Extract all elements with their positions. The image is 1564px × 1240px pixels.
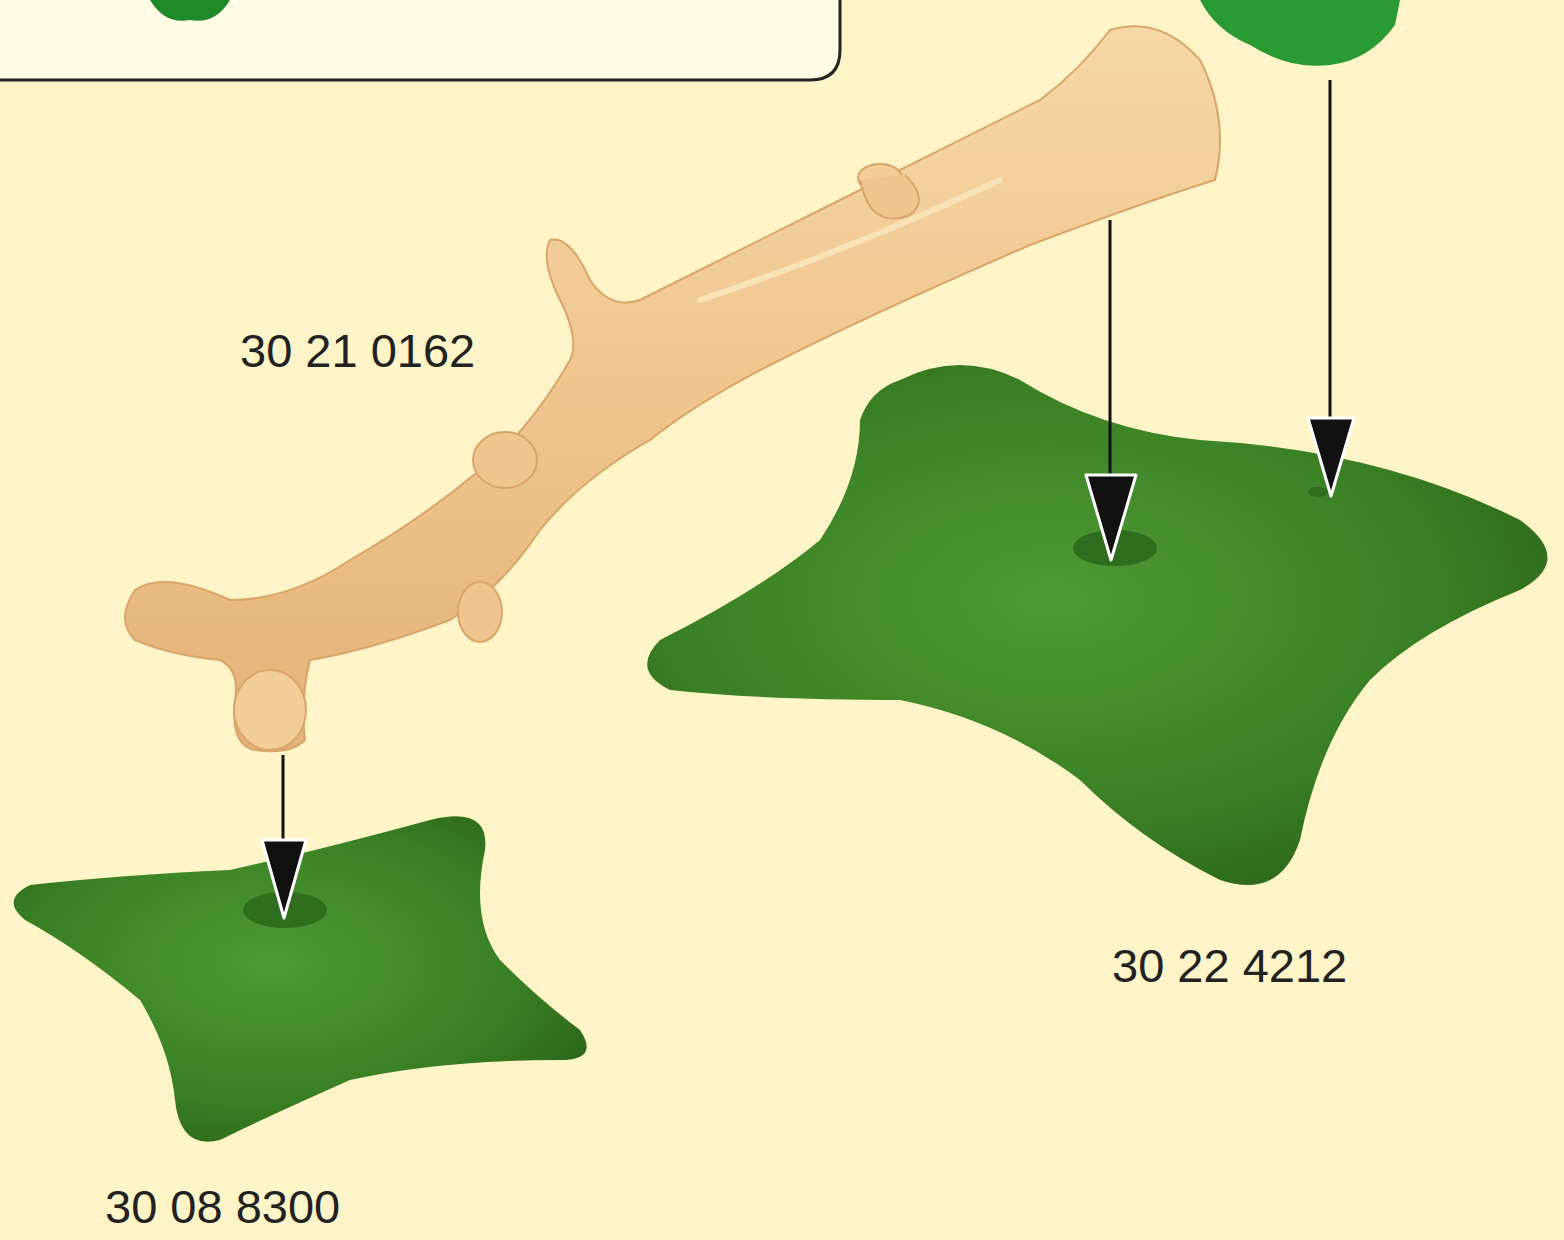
foliage — [1200, 0, 1400, 66]
assembly-arrow — [1308, 80, 1354, 496]
part-number: 30 08 8300 — [105, 1183, 340, 1230]
assembly-arrow — [1086, 220, 1136, 560]
large-base — [647, 365, 1547, 885]
part-number: 30 21 0162 — [240, 327, 475, 374]
bush — [150, 0, 230, 21]
small-base — [14, 816, 587, 1141]
part-number: 30 22 4212 — [1112, 942, 1347, 989]
panel — [0, 0, 840, 80]
assembly-arrow — [262, 755, 306, 918]
hole — [1308, 487, 1328, 497]
branch — [125, 26, 1220, 751]
